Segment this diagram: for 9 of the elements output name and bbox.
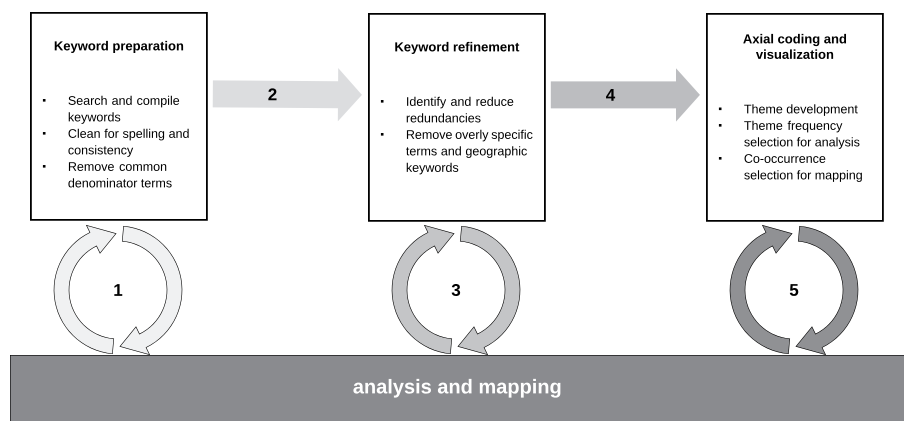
step-box: Keyword preparation Search and compile keywords Clean for spelling and consistency Remove common denominator terms [30, 12, 208, 221]
step-number: 4 [606, 89, 616, 101]
step-number: 3 [452, 284, 460, 296]
base-band: analysis and mapping [10, 355, 904, 421]
step-box: Axial coding and visualization Theme development Theme frequency selection for analysis Co-occurrence selection for mapping [706, 13, 884, 222]
step-number: 5 [790, 284, 798, 296]
step-box: Keyword refinement Identify and reduce redundancies Remove overly specific terms and geographic keywords [368, 13, 546, 222]
step-number: 1 [114, 284, 122, 296]
step-number: 2 [268, 88, 277, 100]
